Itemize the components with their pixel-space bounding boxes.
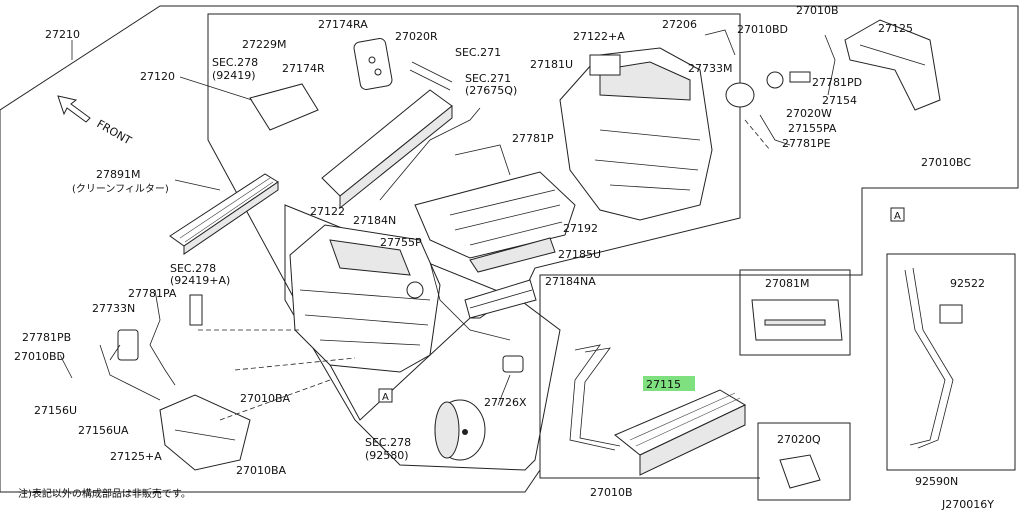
harness-27781P bbox=[454, 144, 511, 176]
sensor-92419A bbox=[189, 294, 203, 326]
actuator-27733M bbox=[725, 71, 811, 108]
label-sec278-c-ref: (92580) bbox=[365, 449, 409, 462]
inset-27020Q bbox=[757, 422, 851, 501]
part-labels: 27210 27120 27229M 27174RA 27020R SEC.27… bbox=[14, 4, 994, 511]
label-27010B-top: 27010B bbox=[796, 4, 839, 17]
bracket-27020R bbox=[353, 38, 393, 90]
main-frame bbox=[0, 5, 1019, 493]
label-27781PA: 27781PA bbox=[128, 287, 177, 300]
upper-case-part bbox=[559, 47, 713, 221]
label-27122A: 27122+A bbox=[573, 30, 625, 43]
label-sec271-b: SEC.271 bbox=[465, 72, 511, 85]
harness-27755P bbox=[429, 261, 511, 341]
label-27125A: 27125+A bbox=[110, 450, 162, 463]
label-27181U: 27181U bbox=[530, 58, 573, 71]
label-sec271-b-ref: (27675Q) bbox=[465, 84, 517, 97]
label-27125: 27125 bbox=[878, 22, 913, 35]
label-27154: 27154 bbox=[822, 94, 857, 107]
label-sec278-c: SEC.278 bbox=[365, 436, 411, 449]
label-A-main: A bbox=[382, 392, 389, 403]
footnote: 注)表記以外の構成部品は非販売です。 bbox=[18, 487, 191, 500]
label-sec271-a: SEC.271 bbox=[455, 46, 501, 59]
label-27733N: 27733N bbox=[92, 302, 135, 315]
label-27020W: 27020W bbox=[786, 107, 832, 120]
blower-motor bbox=[434, 399, 486, 461]
label-A-right: A bbox=[894, 211, 901, 222]
label-27120: 27120 bbox=[140, 70, 175, 83]
label-27229M: 27229M bbox=[242, 38, 286, 51]
label-27122: 27122 bbox=[310, 205, 345, 218]
aspirator-27781PA bbox=[117, 289, 176, 386]
label-sec278-b-ref: (92419+A) bbox=[170, 274, 230, 287]
plate-sec278 bbox=[249, 83, 319, 131]
evaporator-part bbox=[321, 61, 453, 210]
label-27081M: 27081M bbox=[765, 277, 809, 290]
clean-filter-part bbox=[169, 173, 279, 255]
label-27155PA: 27155PA bbox=[788, 122, 837, 135]
harness-wire bbox=[379, 107, 481, 201]
label-sec278-a: SEC.278 bbox=[212, 56, 258, 69]
harness-27781PB bbox=[99, 344, 161, 401]
label-sec278-a-ref: (92419) bbox=[212, 69, 256, 82]
front-arrow bbox=[57, 95, 91, 123]
label-27210: 27210 bbox=[45, 28, 80, 41]
intake-duct-27192 bbox=[414, 171, 576, 273]
label-27010B-bot: 27010B bbox=[590, 486, 633, 499]
label-front: FRONT bbox=[95, 117, 134, 147]
heater-case-part bbox=[289, 224, 441, 373]
label-27156U: 27156U bbox=[34, 404, 77, 417]
bracket-27125 bbox=[844, 19, 941, 111]
label-27733M-top: 27733M bbox=[688, 62, 732, 75]
label-27781PE: 27781PE bbox=[782, 137, 831, 150]
label-27781PD: 27781PD bbox=[812, 76, 862, 89]
duct-27125A bbox=[159, 394, 251, 471]
rod-27010B bbox=[824, 34, 836, 96]
ref-box-a-main bbox=[378, 388, 393, 403]
ref-box-a-right bbox=[890, 207, 905, 222]
inset-hose-A bbox=[886, 253, 1016, 471]
label-27184NA: 27184NA bbox=[545, 275, 596, 288]
label-27010BA-bot: 27010BA bbox=[236, 464, 287, 477]
label-27891M-desc: (クリーンフィルター) bbox=[72, 183, 169, 195]
label-27192: 27192 bbox=[563, 222, 598, 235]
label-27174RA: 27174RA bbox=[318, 18, 368, 31]
label-92522: 92522 bbox=[950, 277, 985, 290]
heater-core-frame bbox=[539, 330, 760, 479]
label-27010BD: 27010BD bbox=[737, 23, 788, 36]
highlight-27115 bbox=[643, 376, 695, 391]
label-27020Q: 27020Q bbox=[777, 433, 821, 446]
heater-core-part bbox=[569, 344, 747, 476]
label-sec278-b: SEC.278 bbox=[170, 262, 216, 275]
label-27206: 27206 bbox=[662, 18, 697, 31]
label-27010BC: 27010BC bbox=[921, 156, 971, 169]
sensor-27726X bbox=[502, 355, 524, 373]
link-27206 bbox=[704, 29, 736, 56]
label-27781PB: 27781PB bbox=[22, 331, 71, 344]
label-27010BD-left: 27010BD bbox=[14, 350, 65, 363]
diagram-code: J270016Y bbox=[941, 498, 994, 511]
label-27156UA: 27156UA bbox=[78, 424, 129, 437]
label-27010BA-mid: 27010BA bbox=[240, 392, 291, 405]
label-27755P: 27755P bbox=[380, 236, 422, 249]
label-27115: 27115 bbox=[646, 378, 681, 391]
label-27184N: 27184N bbox=[353, 214, 396, 227]
label-27185U: 27185U bbox=[558, 248, 601, 261]
label-92590N: 92590N bbox=[915, 475, 958, 488]
label-27781P: 27781P bbox=[512, 132, 554, 145]
label-27726X: 27726X bbox=[484, 396, 527, 409]
label-27891M: 27891M bbox=[96, 168, 140, 181]
door-27184NA bbox=[464, 279, 537, 319]
inset-27081M bbox=[739, 269, 851, 356]
rod-27781PE bbox=[759, 114, 791, 146]
label-27174R: 27174R bbox=[282, 62, 325, 75]
label-27020R: 27020R bbox=[395, 30, 438, 43]
